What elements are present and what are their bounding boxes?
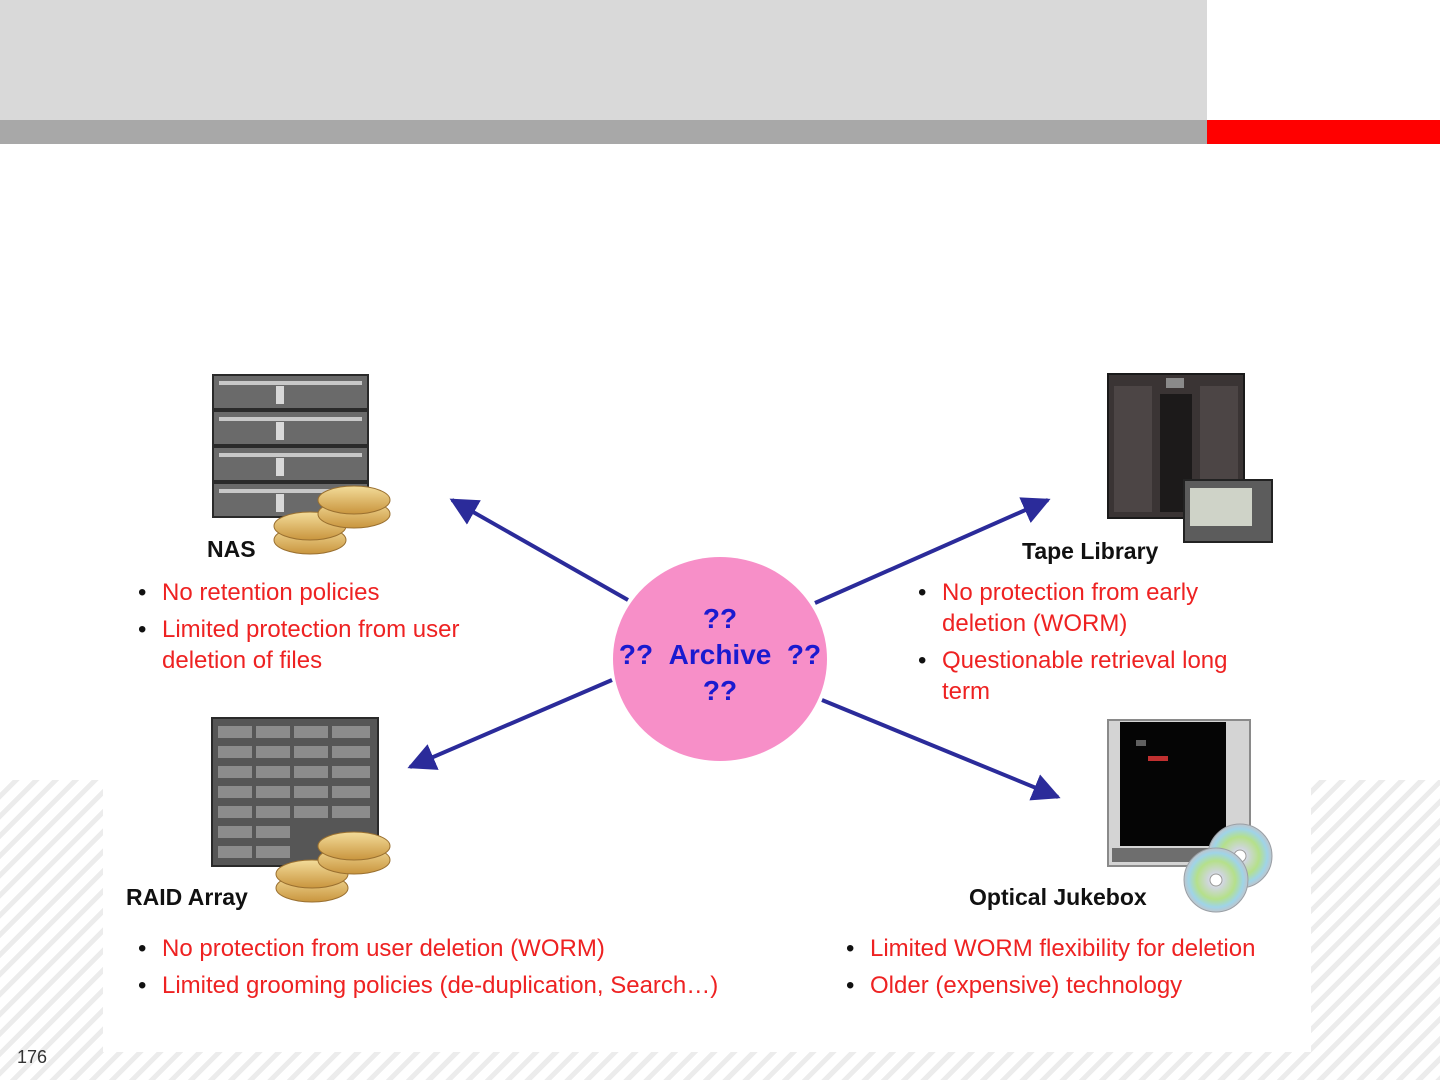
- tape-library-cabinet-icon: [1107, 373, 1273, 543]
- archive-question-top: ??: [702, 603, 738, 634]
- optical-jukebox-bullets: Limited WORM flexibility for deletion Ol…: [846, 933, 1296, 1007]
- server-rack-with-disks-icon: [212, 374, 391, 555]
- tape-library-bullets: No protection from early deletion (WORM)…: [918, 577, 1258, 713]
- raid-array-bullet-2: Limited grooming policies (de-duplicatio…: [138, 970, 818, 1001]
- archive-title: Archive: [668, 639, 772, 670]
- archive-question-right: ??: [786, 639, 822, 670]
- raid-array-bullet-1: No protection from user deletion (WORM): [138, 933, 818, 964]
- disk-array-with-disks-icon: [211, 717, 391, 903]
- archive-center-node: ?? ?? Archive ?? ??: [613, 557, 827, 761]
- tape-library-label: Tape Library: [1022, 538, 1159, 564]
- arrow-to-tape-library: [814, 497, 1051, 605]
- raid-array-label: RAID Array: [126, 884, 248, 910]
- arrow-to-nas: [449, 498, 629, 602]
- header-gray-bar: [0, 120, 1207, 144]
- nas-bullet-1: No retention policies: [138, 577, 528, 608]
- optical-jukebox-label: Optical Jukebox: [969, 884, 1147, 910]
- header-band: [0, 0, 1207, 120]
- arrow-to-optical-jukebox: [821, 698, 1061, 801]
- archive-title-row: ?? Archive ??: [613, 639, 827, 671]
- nas-bullet-2: Limited protection from user deletion of…: [138, 614, 528, 676]
- archive-question-left: ??: [618, 639, 654, 670]
- optical-jukebox-bullet-1: Limited WORM flexibility for deletion: [846, 933, 1296, 964]
- optical-jukebox-bullet-2: Older (expensive) technology: [846, 970, 1296, 1001]
- nas-bullets: No retention policies Limited protection…: [138, 577, 528, 682]
- optical-jukebox-with-discs-icon: [1107, 719, 1273, 913]
- nas-label: NAS: [207, 536, 256, 562]
- header-red-accent-bar: [1207, 120, 1440, 144]
- raid-array-bullets: No protection from user deletion (WORM) …: [138, 933, 818, 1007]
- arrow-to-raid-array: [407, 678, 613, 770]
- tape-library-bullet-1: No protection from early deletion (WORM): [918, 577, 1258, 639]
- archive-question-bottom: ??: [702, 675, 738, 706]
- page-number: 176: [17, 1047, 48, 1067]
- tape-library-bullet-2: Questionable retrieval long term: [918, 645, 1258, 707]
